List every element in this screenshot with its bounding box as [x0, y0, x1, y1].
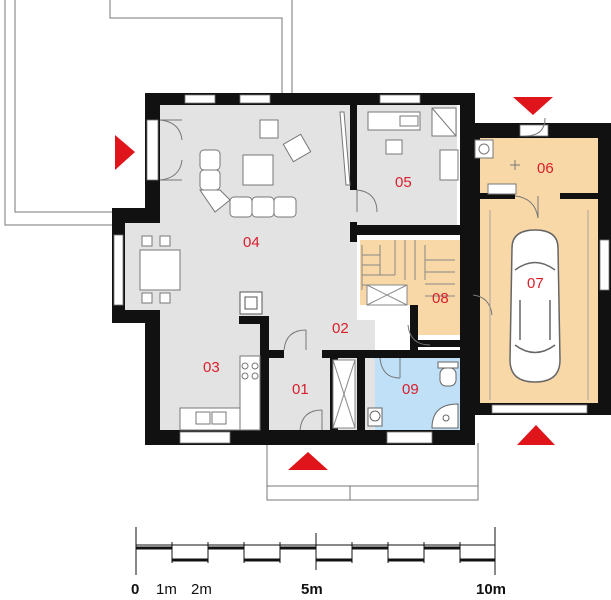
room-label-08: 08	[432, 290, 449, 307]
coffee-table	[242, 154, 274, 186]
utility-cabinet	[487, 183, 517, 195]
study-desk	[367, 107, 459, 181]
terrace-entrance-marker	[115, 135, 135, 170]
room-label-05: 05	[395, 174, 412, 191]
room-label-06: 06	[537, 160, 554, 177]
armchair-2	[282, 133, 312, 163]
scale-label-5m: 5m	[301, 581, 323, 598]
main-entrance-marker	[288, 452, 328, 470]
tv-cabinet	[339, 111, 351, 186]
garage-parking-lines	[489, 210, 589, 400]
doors	[159, 117, 546, 431]
scale-label-2m: 2m	[191, 581, 212, 598]
scale-label-10m: 10m	[476, 581, 506, 598]
armchair-1	[259, 119, 279, 139]
room-label-02: 02	[332, 320, 349, 337]
porch-outline	[266, 443, 479, 501]
utility-fixtures	[474, 139, 520, 170]
sofa-corner	[199, 149, 297, 218]
room-label-01: 01	[292, 381, 309, 398]
dining-table	[139, 235, 181, 304]
room-label-04: 04	[243, 234, 260, 251]
scale-label-1m: 1m	[156, 581, 177, 598]
wardrobe	[332, 284, 408, 429]
kitchen-counter	[179, 355, 261, 431]
windows	[113, 94, 610, 444]
staircase	[361, 240, 455, 297]
stair-floor	[360, 240, 462, 335]
room-label-09: 09	[402, 381, 419, 398]
room-label-03: 03	[203, 359, 220, 376]
car	[509, 229, 561, 383]
garage-side-entrance-marker	[513, 97, 553, 115]
room-label-07: 07	[527, 275, 544, 292]
fireplace	[239, 291, 263, 315]
scale-bar: 0 1m 2m 5m 10m	[131, 527, 506, 598]
terrace-outline	[4, 0, 293, 226]
scale-label-0: 0	[131, 581, 139, 598]
bath-fixtures	[367, 361, 459, 429]
entry-floor	[270, 355, 330, 430]
garage-gate-entrance-marker	[517, 425, 555, 445]
